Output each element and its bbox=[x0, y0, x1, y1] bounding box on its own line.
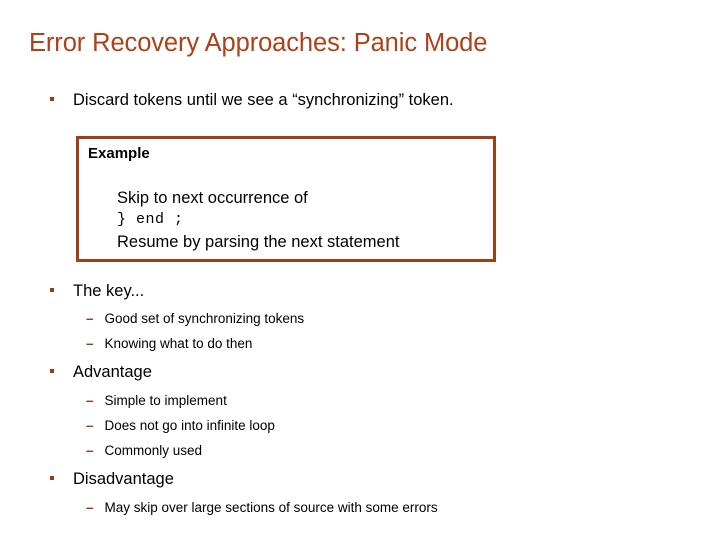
example-line-1: Skip to next occurrence of bbox=[117, 189, 308, 207]
section-heading-advantage: Advantage bbox=[50, 362, 152, 382]
section-heading-disadvantage: Disadvantage bbox=[50, 469, 174, 489]
section-heading-the-key: The key... bbox=[50, 281, 144, 301]
dash-marker-icon: – bbox=[86, 443, 94, 458]
example-line-3: Resume by parsing the next statement bbox=[117, 233, 400, 251]
example-box-body: Skip to next occurrence of } end ; Resum… bbox=[117, 187, 399, 253]
bullet-intro-label: Discard tokens until we see a “synchroni… bbox=[73, 91, 454, 109]
sub-bullet: – Knowing what to do then bbox=[86, 335, 252, 352]
example-box-heading: Example bbox=[88, 145, 150, 162]
sub-bullet-label: Commonly used bbox=[104, 443, 203, 458]
sub-bullet: – Simple to implement bbox=[86, 392, 227, 409]
sub-bullet: – Good set of synchronizing tokens bbox=[86, 310, 304, 327]
sub-bullet: – Does not go into infinite loop bbox=[86, 417, 275, 434]
sub-bullet: – Commonly used bbox=[86, 442, 202, 459]
section-heading-label: Disadvantage bbox=[73, 470, 174, 488]
dash-marker-icon: – bbox=[86, 336, 94, 351]
dash-marker-icon: – bbox=[86, 393, 94, 408]
dash-marker-icon: – bbox=[86, 418, 94, 433]
bullet-marker-icon bbox=[50, 97, 54, 101]
bullet-marker-icon bbox=[50, 476, 54, 480]
bullet-marker-icon bbox=[50, 288, 54, 292]
section-heading-label: The key... bbox=[73, 282, 145, 300]
page-title: Error Recovery Approaches: Panic Mode bbox=[29, 29, 488, 57]
example-box: Example Skip to next occurrence of } end… bbox=[76, 136, 496, 262]
sub-bullet: – May skip over large sections of source… bbox=[86, 499, 438, 516]
bullet-intro: Discard tokens until we see a “synchroni… bbox=[50, 90, 454, 110]
dash-marker-icon: – bbox=[86, 500, 94, 515]
sub-bullet-label: Knowing what to do then bbox=[104, 336, 253, 351]
dash-marker-icon: – bbox=[86, 311, 94, 326]
sub-bullet-label: Good set of synchronizing tokens bbox=[104, 311, 305, 326]
section-heading-label: Advantage bbox=[73, 363, 152, 381]
example-line-code: } end ; bbox=[117, 211, 184, 228]
sub-bullet-label: Simple to implement bbox=[104, 393, 227, 408]
sub-bullet-label: Does not go into infinite loop bbox=[104, 418, 275, 433]
bullet-marker-icon bbox=[50, 369, 54, 373]
sub-bullet-label: May skip over large sections of source w… bbox=[104, 500, 438, 515]
